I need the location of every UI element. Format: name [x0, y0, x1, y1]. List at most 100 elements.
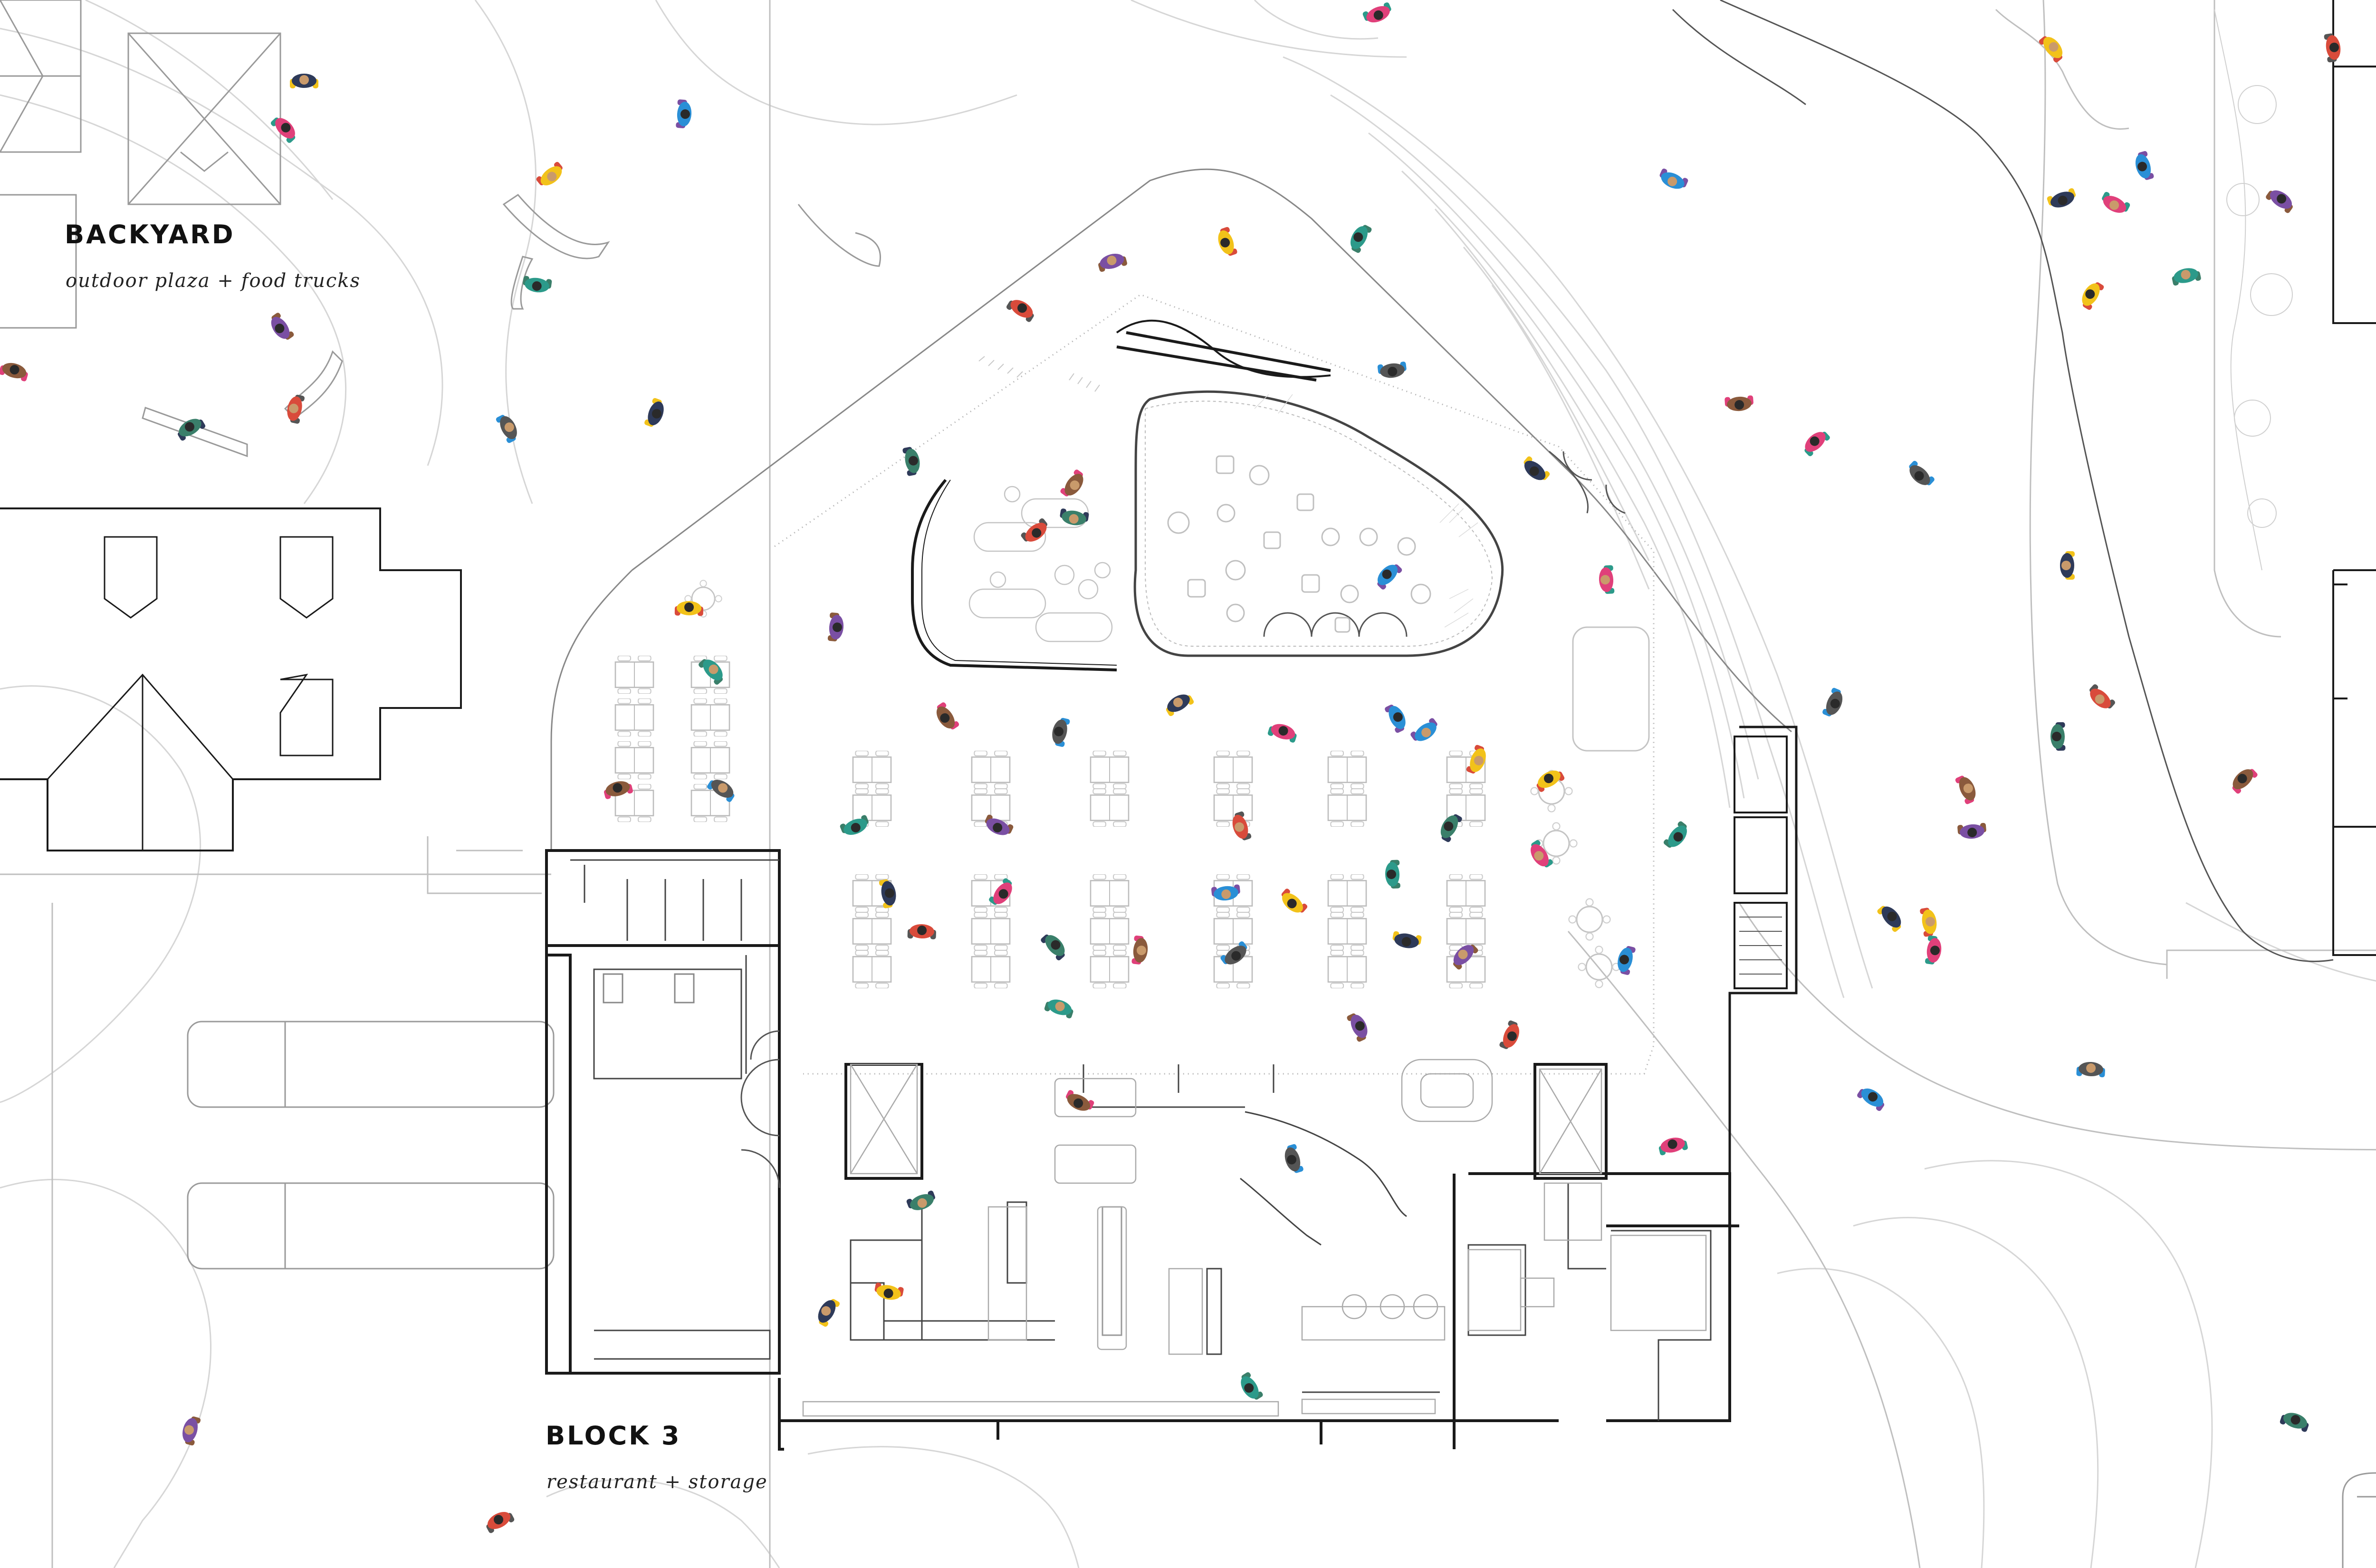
person-figure-icon: [287, 394, 305, 424]
person-figure-icon: [2089, 684, 2115, 708]
pavilion-outline: [550, 168, 1798, 1373]
person-figure-icon: [1499, 1020, 1519, 1049]
person-figure-icon: [840, 815, 869, 835]
east-building: [2332, 0, 2376, 956]
person-figure-icon: [2060, 551, 2075, 580]
backyard-title: BACKYARD: [65, 220, 235, 249]
person-figure-icon: [2280, 1413, 2309, 1432]
person-figure-icon: [2172, 268, 2201, 286]
plaza-benches: [142, 194, 881, 458]
person-figure-icon: [1725, 395, 1753, 411]
person-figure-icon: [1281, 889, 1308, 913]
lounge-tables: [968, 486, 1113, 642]
person-figure-icon: [1857, 1088, 1885, 1111]
block3-interior-lines: [570, 859, 1712, 1421]
block3-title: BLOCK 3: [546, 1421, 681, 1451]
person-figure-icon: [1218, 227, 1237, 256]
person-figure-icon: [827, 612, 844, 641]
person-figure-icon: [676, 99, 692, 128]
person-figure-icon: [1658, 1138, 1688, 1156]
person-figure-icon: [1920, 908, 1937, 937]
person-figure-icon: [1453, 945, 1478, 970]
person-figure-icon: [1044, 999, 1073, 1019]
person-figure-icon: [2102, 191, 2130, 213]
person-figure-icon: [1060, 469, 1083, 497]
people-figures: [0, 2, 2341, 1533]
person-figure-icon: [1267, 724, 1297, 743]
east-garden-planting: [2214, 9, 2293, 571]
person-figure-icon: [1131, 935, 1148, 965]
person-figure-icon: [2266, 190, 2293, 213]
person-figure-icon: [604, 781, 633, 799]
dining-tables: [614, 580, 1650, 988]
person-figure-icon: [1362, 2, 1391, 23]
person-figure-icon: [2324, 33, 2341, 63]
person-figure-icon: [674, 601, 703, 616]
person-figure-icon: [2039, 36, 2063, 63]
person-figure-icon: [1392, 931, 1422, 948]
person-figure-icon: [1385, 704, 1406, 733]
person-figure-icon: [1440, 814, 1462, 842]
person-figure-icon: [1523, 456, 1550, 480]
person-figure-icon: [699, 659, 723, 685]
person-figure-icon: [1041, 934, 1065, 961]
person-figure-icon: [523, 276, 552, 293]
person-figure-icon: [2232, 769, 2258, 794]
block3-subtitle: restaurant + storage: [546, 1471, 768, 1493]
person-figure-icon: [1385, 860, 1400, 889]
person-figure-icon: [496, 415, 517, 443]
food-truck-canopies: [0, 0, 281, 329]
person-figure-icon: [1822, 688, 1843, 717]
car-icon: [2342, 1472, 2376, 1568]
person-figure-icon: [1284, 1144, 1303, 1173]
person-figure-icon: [178, 419, 206, 441]
person-figure-icon: [2050, 722, 2066, 751]
person-figure-icon: [1377, 564, 1402, 590]
person-figure-icon: [879, 879, 896, 908]
person-figure-icon: [1599, 565, 1615, 594]
person-figure-icon: [2082, 282, 2104, 310]
person-figure-icon: [1925, 935, 1942, 965]
person-figure-icon: [1804, 431, 1830, 457]
person-figure-icon: [536, 162, 563, 186]
person-figure-icon: [1021, 518, 1048, 542]
person-figure-icon: [2135, 151, 2154, 180]
delivery-trucks: [187, 1021, 555, 1270]
person-figure-icon: [1659, 168, 1688, 189]
person-figure-icon: [707, 780, 735, 802]
dining-partitions: [911, 319, 1331, 671]
person-figure-icon: [1877, 906, 1901, 932]
person-figure-icon: [1618, 946, 1636, 975]
north-steps: [978, 356, 1100, 392]
person-figure-icon: [1052, 717, 1070, 747]
backyard-subtitle: outdoor plaza + food trucks: [66, 270, 361, 292]
terraced-steps: [1672, 0, 2334, 962]
person-figure-icon: [936, 702, 959, 730]
person-figure-icon: [1531, 840, 1553, 868]
person-figure-icon: [1060, 508, 1089, 526]
person-figure-icon: [1098, 254, 1127, 272]
person-figure-icon: [907, 924, 936, 939]
person-figure-icon: [818, 1299, 840, 1327]
person-figure-icon: [874, 1282, 904, 1300]
person-figure-icon: [1909, 460, 1935, 486]
person-figure-icon: [989, 878, 1012, 905]
person-figure-icon: [1065, 1090, 1094, 1111]
indoor-garden: [1133, 390, 1504, 657]
person-figure-icon: [1006, 300, 1034, 322]
person-figure-icon: [1347, 1013, 1368, 1042]
person-figure-icon: [1241, 1372, 1263, 1400]
person-figure-icon: [486, 1511, 515, 1533]
person-figure-icon: [902, 447, 920, 476]
person-figure-icon: [1536, 770, 1565, 792]
person-figure-icon: [2076, 1061, 2105, 1078]
person-figure-icon: [985, 814, 1014, 835]
doors: [740, 451, 1626, 1188]
person-figure-icon: [1377, 362, 1407, 378]
person-figure-icon: [270, 117, 296, 143]
person-figure-icon: [1410, 718, 1437, 741]
person-figure-icon: [1166, 694, 1194, 717]
person-figure-icon: [1220, 941, 1247, 965]
